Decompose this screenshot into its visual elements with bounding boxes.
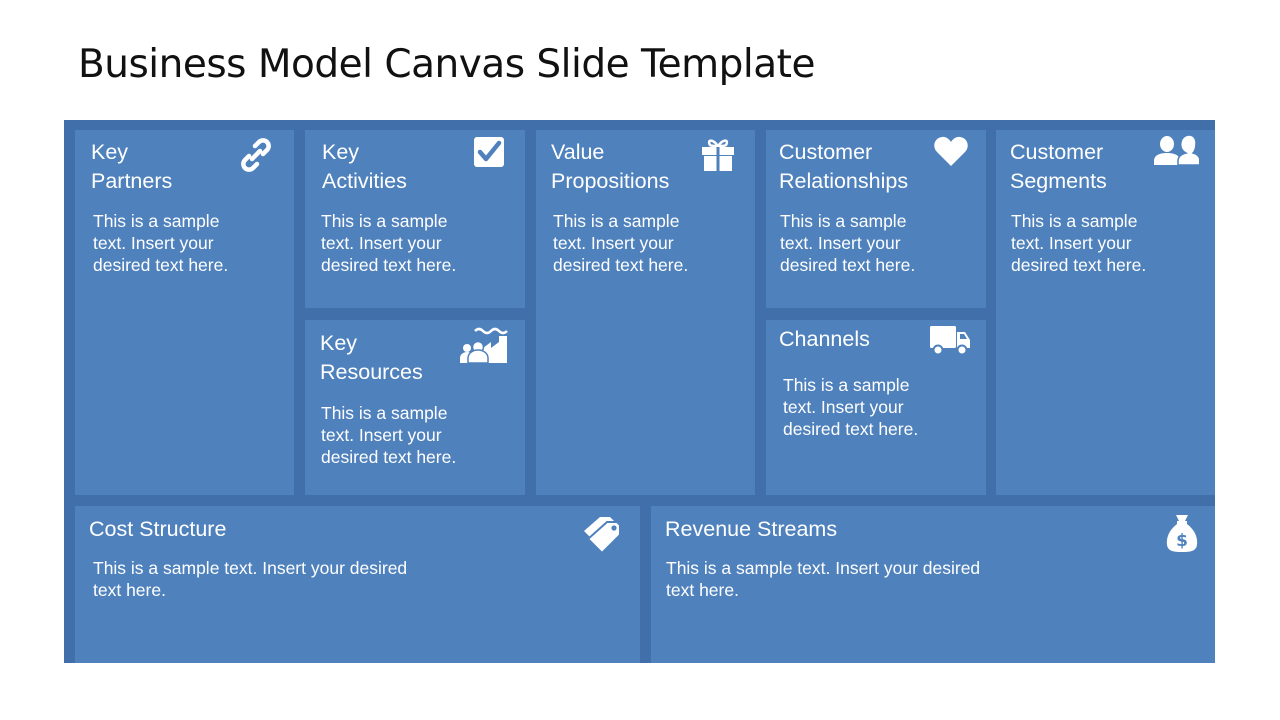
slide-title: Business Model Canvas Slide Template (78, 42, 815, 87)
block-title: Revenue Streams (665, 517, 838, 541)
block-revenue-streams[interactable]: Revenue Streams $ This is a sample text.… (651, 506, 1215, 663)
users-icon (1153, 134, 1199, 166)
block-text: This is a sample text. Insert your desir… (783, 375, 919, 439)
svg-text:$: $ (1176, 531, 1188, 551)
block-title: Value Propositions (551, 140, 670, 193)
block-title: Cost Structure (89, 517, 227, 541)
block-text: This is a sample text. Insert your desir… (321, 211, 457, 275)
block-text: This is a sample text. Insert your desir… (666, 558, 981, 600)
block-value-propositions[interactable]: Value Propositions This is a sample text… (536, 130, 755, 495)
block-title: Key Partners (91, 140, 173, 193)
block-text: This is a sample text. Insert your desir… (780, 211, 916, 275)
block-title: Key Resources (320, 331, 423, 384)
block-title: Customer Segments (1010, 140, 1107, 193)
block-cost-structure[interactable]: Cost Structure This is a sample text. In… (75, 506, 640, 663)
money-bag-icon: $ (1165, 512, 1199, 554)
block-text: This is a sample text. Insert your desir… (1011, 211, 1147, 275)
link-icon (238, 137, 274, 173)
block-text: This is a sample text. Insert your desir… (93, 558, 408, 600)
block-key-activities[interactable]: Key Activities This is a sample text. In… (305, 130, 525, 308)
truck-icon (929, 324, 971, 356)
checkbox-icon (473, 136, 505, 168)
block-title: Customer Relationships (779, 140, 909, 193)
people-factory-icon (459, 326, 511, 364)
block-key-partners[interactable]: Key Partners This is a sample text. Inse… (75, 130, 294, 495)
block-text: This is a sample text. Insert your desir… (553, 211, 689, 275)
block-customer-relationships[interactable]: Customer Relationships This is a sample … (766, 130, 986, 308)
gift-icon (700, 136, 736, 172)
block-title: Key Activities (322, 140, 407, 193)
block-customer-segments[interactable]: Customer Segments This is a sample text.… (996, 130, 1215, 495)
block-channels[interactable]: Channels This is a sample text. Insert y… (766, 320, 986, 495)
block-key-resources[interactable]: Key Resources This is a sample text. Ins… (305, 320, 525, 495)
price-tags-icon (582, 514, 622, 558)
block-text: This is a sample text. Insert your desir… (93, 211, 229, 275)
block-title: Channels (779, 327, 870, 351)
heart-icon (933, 135, 969, 167)
block-text: This is a sample text. Insert your desir… (321, 403, 457, 467)
